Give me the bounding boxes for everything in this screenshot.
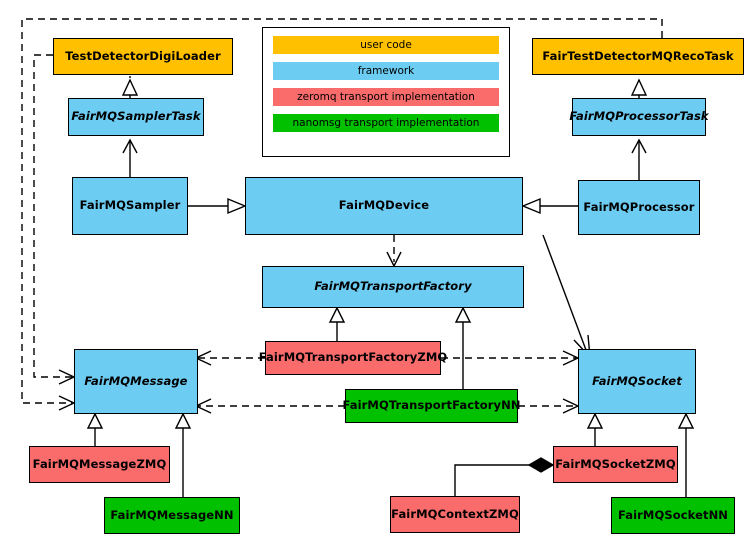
node-label: FairMQTransportFactoryZMQ — [258, 350, 448, 365]
node-fairmq-message-nn[interactable]: FairMQMessageNN — [104, 497, 240, 534]
node-test-detector-digi-loader[interactable]: TestDetectorDigiLoader — [53, 38, 233, 75]
node-fairmq-message[interactable]: FairMQMessage — [74, 349, 198, 414]
node-fairmq-socket-zmq[interactable]: FairMQSocketZMQ — [553, 446, 678, 483]
node-label: FairMQSocket — [592, 373, 682, 388]
node-fair-test-detector-mq-reco-task[interactable]: FairTestDetectorMQRecoTask — [532, 38, 744, 75]
node-label: FairMQSamplerTask — [71, 109, 201, 124]
node-fairmq-transport-factory-nn[interactable]: FairMQTransportFactoryNN — [342, 389, 521, 423]
node-label: FairMQMessageZMQ — [32, 456, 167, 471]
node-label: FairMQProcessor — [583, 199, 695, 214]
node-fairmq-device[interactable]: FairMQDevice — [245, 177, 523, 235]
legend-box: user code framework zeromq transport imp… — [262, 27, 510, 157]
node-label: FairMQSocketZMQ — [555, 456, 676, 471]
legend-label: user code — [360, 39, 412, 51]
node-fairmq-processor[interactable]: FairMQProcessor — [578, 180, 700, 235]
node-fairmq-transport-factory-zmq[interactable]: FairMQTransportFactoryZMQ — [259, 341, 447, 375]
legend-item-zeromq: zeromq transport implementation — [273, 88, 499, 106]
node-fairmq-context-zmq[interactable]: FairMQContextZMQ — [390, 496, 520, 533]
node-label: FairMQContextZMQ — [391, 506, 519, 521]
node-label: FairTestDetectorMQRecoTask — [542, 48, 734, 63]
node-label: TestDetectorDigiLoader — [65, 48, 221, 63]
legend-item-user-code: user code — [273, 36, 499, 54]
node-label: FairMQDevice — [338, 198, 430, 213]
node-fairmq-sampler-task[interactable]: FairMQSamplerTask — [68, 98, 204, 136]
node-fairmq-message-zmq[interactable]: FairMQMessageZMQ — [29, 446, 170, 483]
legend-item-nanomsg: nanomsg transport implementation — [273, 114, 499, 132]
node-label: FairMQSampler — [79, 198, 181, 213]
node-fairmq-socket[interactable]: FairMQSocket — [578, 349, 696, 414]
node-label: FairMQTransportFactory — [314, 279, 472, 294]
legend-label: framework — [357, 65, 415, 77]
legend-label: zeromq transport implementation — [297, 91, 475, 103]
legend-label: nanomsg transport implementation — [292, 117, 480, 129]
node-label: FairMQMessage — [84, 373, 188, 388]
legend-item-framework: framework — [273, 62, 499, 80]
node-label: FairMQProcessorTask — [569, 109, 709, 124]
node-label: FairMQSocketNN — [617, 507, 729, 522]
node-fairmq-processor-task[interactable]: FairMQProcessorTask — [569, 98, 709, 136]
node-fairmq-transport-factory[interactable]: FairMQTransportFactory — [262, 266, 524, 308]
node-fairmq-sampler[interactable]: FairMQSampler — [72, 177, 188, 235]
node-label: FairMQTransportFactoryNN — [342, 398, 521, 413]
node-fairmq-socket-nn[interactable]: FairMQSocketNN — [611, 497, 735, 534]
node-label: FairMQMessageNN — [110, 507, 234, 522]
